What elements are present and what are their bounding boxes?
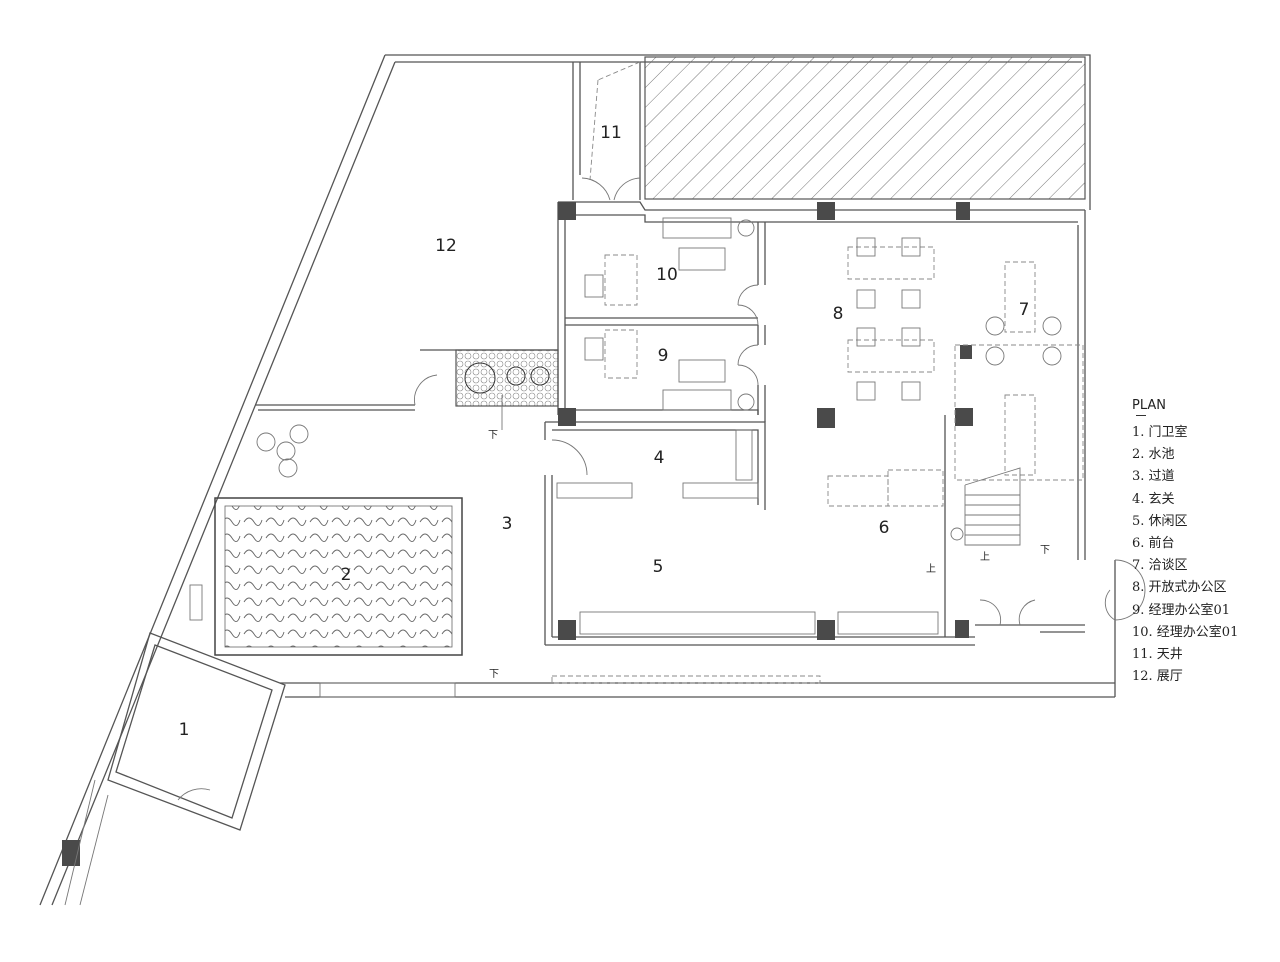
lounge-chairs	[256, 424, 309, 478]
doors	[414, 284, 1146, 626]
stair-down-label: 下	[489, 669, 499, 680]
legend-item: 7. 洽谈区	[1132, 558, 1188, 574]
legend-item: 6. 前台	[1132, 535, 1175, 551]
room-label-3: 3	[502, 514, 513, 534]
legend-item: 11. 天井	[1132, 646, 1183, 662]
planter	[455, 349, 559, 430]
guard-room	[64, 632, 286, 906]
legend-item: 4. 玄关	[1132, 491, 1175, 507]
room-label-9: 9	[658, 346, 669, 366]
courtyard-area	[572, 56, 1086, 201]
legend: PLAN 1. 门卫室 2. 水池 3. 过道 4. 玄关 5. 休闲区 6. …	[1132, 398, 1238, 688]
furniture	[319, 217, 1084, 698]
stair-up-label: 上	[926, 563, 936, 575]
legend-divider	[1136, 415, 1146, 416]
interior-walls	[255, 201, 1085, 646]
room-label-8: 8	[833, 304, 844, 324]
legend-item: 8. 开放式办公区	[1132, 580, 1227, 596]
legend-item: 5. 休闲区	[1132, 513, 1188, 529]
legend-title: PLAN	[1132, 398, 1166, 413]
pool	[189, 497, 463, 656]
legend-item: 3. 过道	[1132, 469, 1175, 485]
room-label-12: 12	[435, 236, 457, 256]
legend-item: 9. 经理办公室01	[1132, 602, 1231, 618]
stair-down-label: 下	[1040, 545, 1050, 556]
legend-item: 10. 经理办公室01	[1132, 624, 1239, 640]
room-label-7: 7	[1019, 300, 1030, 320]
room-label-1: 1	[179, 720, 190, 740]
stair-down-label: 下	[488, 430, 498, 441]
legend-item: 1. 门卫室	[1132, 425, 1188, 440]
stair-up-label: 上	[980, 551, 990, 563]
columns	[62, 202, 973, 866]
room-label-6: 6	[879, 518, 890, 538]
room-label-10: 10	[656, 265, 678, 285]
room-labels: 1 2 3 4 5 6 7 8 9 10 11 12 下 下 下 上 上	[179, 123, 1050, 740]
room-label-5: 5	[653, 557, 664, 577]
room-label-11: 11	[600, 123, 622, 143]
legend-item: 2. 水池	[1132, 447, 1175, 463]
legend-item: 12. 展厅	[1132, 669, 1183, 685]
room-label-2: 2	[341, 565, 352, 585]
room-label-4: 4	[654, 448, 665, 468]
